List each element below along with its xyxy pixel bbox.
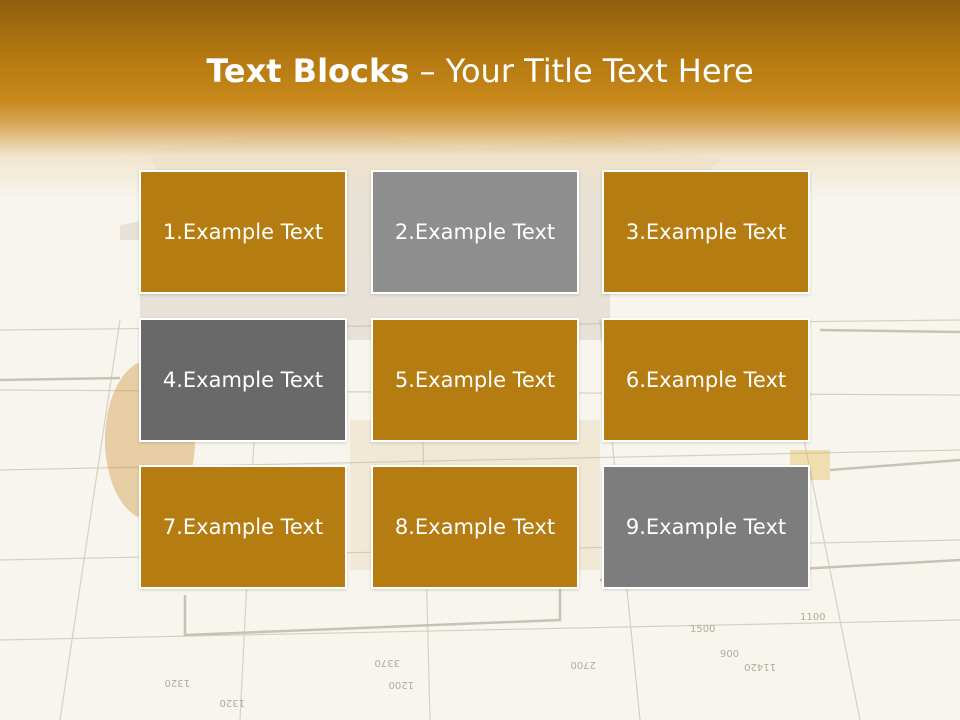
text-block-label: 8.Example Text (394, 515, 556, 539)
text-block-label: 2.Example Text (394, 220, 556, 244)
svg-text:1320: 1320 (220, 697, 245, 708)
text-block-4[interactable]: 4.Example Text (139, 318, 347, 442)
header-gradient-band (0, 0, 960, 200)
text-block-label: 6.Example Text (625, 368, 787, 392)
text-block-6[interactable]: 6.Example Text (602, 318, 810, 442)
title-separator: – (409, 52, 446, 90)
svg-text:900: 900 (720, 649, 739, 660)
text-block-8[interactable]: 8.Example Text (371, 465, 579, 589)
text-block-2[interactable]: 2.Example Text (371, 170, 579, 294)
svg-text:1100: 1100 (800, 612, 825, 623)
text-block-label: 9.Example Text (625, 515, 787, 539)
text-block-1[interactable]: 1.Example Text (139, 170, 347, 294)
svg-text:11420: 11420 (744, 661, 776, 672)
title-rest-part: Your Title Text Here (445, 52, 754, 90)
text-block-label: 1.Example Text (162, 220, 324, 244)
text-block-label: 5.Example Text (394, 368, 556, 392)
text-block-5[interactable]: 5.Example Text (371, 318, 579, 442)
text-block-7[interactable]: 7.Example Text (139, 465, 347, 589)
slide-title[interactable]: Text Blocks – Your Title Text Here (0, 52, 960, 90)
title-bold-part: Text Blocks (206, 52, 410, 90)
text-block-9[interactable]: 9.Example Text (602, 465, 810, 589)
text-block-grid: 1.Example Text 2.Example Text 3.Example … (139, 170, 814, 593)
text-block-label: 7.Example Text (162, 515, 324, 539)
text-block-label: 4.Example Text (162, 368, 324, 392)
svg-text:1500: 1500 (690, 624, 715, 635)
text-block-3[interactable]: 3.Example Text (602, 170, 810, 294)
svg-text:3370: 3370 (375, 657, 400, 668)
svg-text:2700: 2700 (571, 659, 596, 670)
svg-text:1200: 1200 (389, 679, 414, 690)
svg-text:1320: 1320 (165, 677, 190, 688)
text-block-label: 3.Example Text (625, 220, 787, 244)
